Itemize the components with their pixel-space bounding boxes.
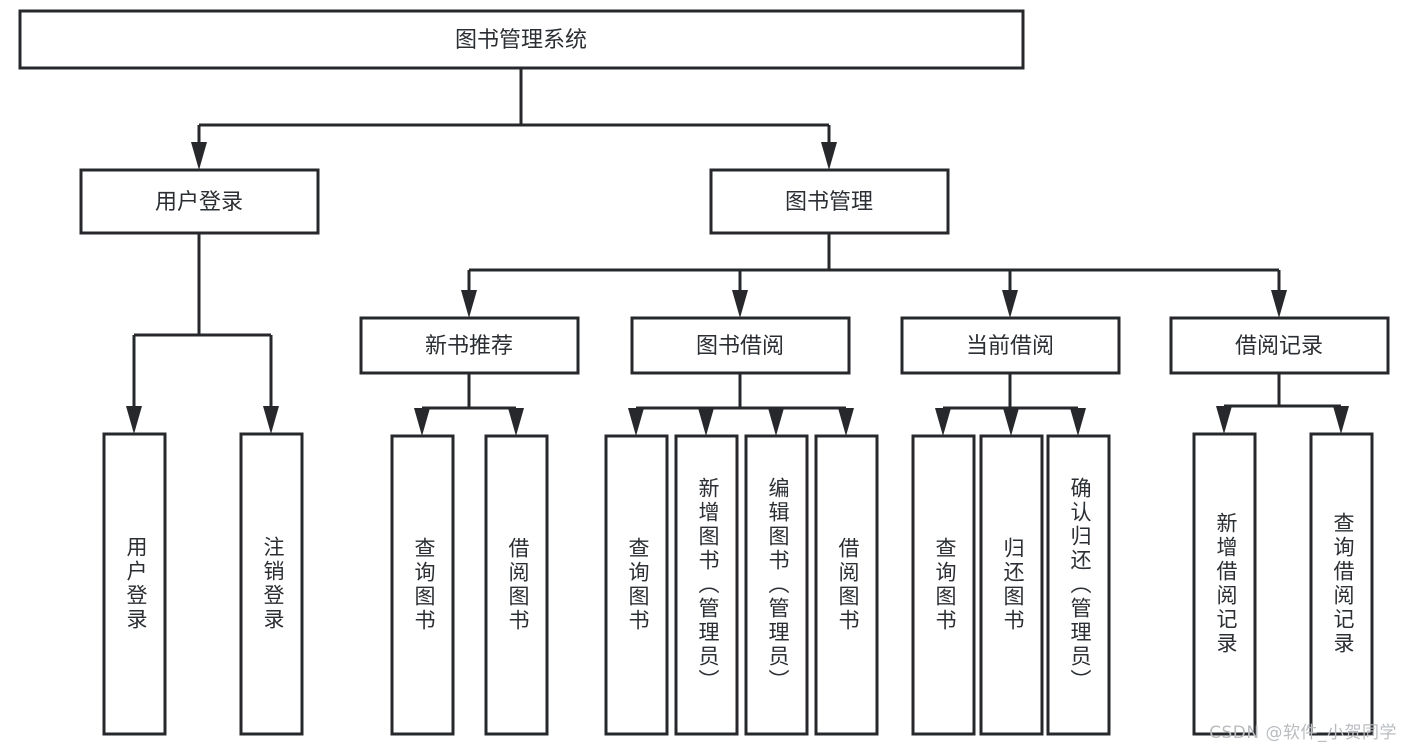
arrow-root-to-user-login [191,142,207,170]
node-book-management-label: 图书管理 [785,190,873,215]
leaf-current-borrow-1-box[interactable] [911,434,976,736]
leaf-new-book-2-box[interactable] [484,434,549,736]
arrow-borrow-leaf-1 [628,408,644,436]
node-borrow-record-box[interactable] [1169,316,1390,375]
arrow-current-leaf-2 [1003,408,1019,436]
node-current-borrow-box[interactable] [900,316,1121,375]
arrow-record-leaf-1 [1216,406,1232,434]
node-root-box[interactable] [18,9,1025,70]
arrow-book-mgmt-to-borrow [732,290,748,318]
leaf-book-borrow-4-box[interactable] [814,434,879,736]
leaf-borrow-record-1[interactable]: 新增借阅记录 [1192,432,1257,736]
arrow-book-mgmt-to-record [1271,290,1287,318]
arrow-new-book-leaf-2 [508,408,524,436]
leaf-new-book-1[interactable]: 查询图书 [390,434,455,736]
leaf-borrow-record-2[interactable]: 查询借阅记录 [1309,432,1374,736]
node-root-label: 图书管理系统 [455,28,587,53]
leaf-current-borrow-2-box[interactable] [979,434,1044,736]
leaf-new-book-1-label: 查询图书 [412,537,436,633]
leaf-user-login-1-box[interactable] [102,432,167,736]
leaf-borrow-record-1-label: 新增借阅记录 [1214,512,1238,656]
leaf-current-borrow-3[interactable]: 确认归还（管理员） [1046,434,1111,736]
leaf-borrow-record-1-box[interactable] [1192,432,1257,736]
node-new-book-recommend[interactable]: 新书推荐 [359,316,580,375]
arrow-root-to-book-mgmt [821,142,837,170]
leaf-book-borrow-2-box[interactable] [674,434,739,736]
leaf-new-book-2[interactable]: 借阅图书 [484,434,549,736]
arrow-book-mgmt-to-new-book [461,290,477,318]
arrow-current-leaf-1 [935,408,951,436]
connector-layer [126,68,1349,436]
node-new-book-recommend-label: 新书推荐 [425,334,513,359]
leaf-user-login-1-label: 用户登录 [124,536,148,632]
node-root[interactable]: 图书管理系统 [18,9,1025,70]
leaf-current-borrow-1[interactable]: 查询图书 [911,434,976,736]
node-book-management[interactable]: 图书管理 [709,168,950,235]
leaf-book-borrow-2[interactable]: 新增图书（管理员） [674,434,739,736]
arrow-record-leaf-2 [1333,406,1349,434]
leaf-borrow-record-2-box[interactable] [1309,432,1374,736]
leaf-book-borrow-1-box[interactable] [604,434,669,736]
leaf-book-borrow-1-label: 查询图书 [626,537,650,633]
leaf-current-borrow-3-label: 确认归还（管理员） [1068,477,1092,693]
arrow-current-leaf-3 [1070,408,1086,436]
leaf-book-borrow-1[interactable]: 查询图书 [604,434,669,736]
leaf-current-borrow-2[interactable]: 归还图书 [979,434,1044,736]
leaf-current-borrow-1-label: 查询图书 [933,537,957,633]
leaf-user-login-2-box[interactable] [239,432,304,736]
leaf-current-borrow-3-box[interactable] [1046,434,1111,736]
arrow-new-book-leaf-1 [414,408,430,436]
node-user-login[interactable]: 用户登录 [79,168,320,235]
leaf-book-borrow-3-label: 编辑图书（管理员） [766,477,790,693]
leaf-new-book-2-label: 借阅图书 [506,537,530,633]
csdn-watermark: CSDN @软件_小贺同学 [1209,723,1397,743]
leaf-book-borrow-3-box[interactable] [744,434,809,736]
arrow-book-mgmt-to-current [1002,290,1018,318]
node-current-borrow[interactable]: 当前借阅 [900,316,1121,375]
node-borrow-record[interactable]: 借阅记录 [1169,316,1390,375]
node-user-login-box[interactable] [79,168,320,235]
arrow-user-login-leaf-1 [126,406,142,434]
arrow-borrow-leaf-3 [768,408,784,436]
leaf-book-borrow-3[interactable]: 编辑图书（管理员） [744,434,809,736]
node-new-book-recommend-box[interactable] [359,316,580,375]
node-book-management-box[interactable] [709,168,950,235]
leaf-book-borrow-4-label: 借阅图书 [836,537,860,633]
leaf-user-login-2[interactable]: 注销登录 [239,432,304,736]
node-book-borrow-box[interactable] [630,316,851,375]
node-book-borrow[interactable]: 图书借阅 [630,316,851,375]
node-borrow-record-label: 借阅记录 [1235,334,1323,359]
arrow-borrow-leaf-2 [698,408,714,436]
node-user-login-label: 用户登录 [155,190,243,215]
node-book-borrow-label: 图书借阅 [696,334,784,359]
leaf-new-book-1-box[interactable] [390,434,455,736]
leaf-book-borrow-2-label: 新增图书（管理员） [696,477,720,693]
leaf-user-login-2-label: 注销登录 [261,536,285,632]
leaf-current-borrow-2-label: 归还图书 [1001,537,1025,633]
leaf-book-borrow-4[interactable]: 借阅图书 [814,434,879,736]
node-current-borrow-label: 当前借阅 [966,334,1054,359]
arrow-user-login-leaf-2 [263,406,279,434]
leaf-user-login-1[interactable]: 用户登录 [102,432,167,736]
leaf-borrow-record-2-label: 查询借阅记录 [1331,512,1355,656]
arrow-borrow-leaf-4 [838,408,854,436]
